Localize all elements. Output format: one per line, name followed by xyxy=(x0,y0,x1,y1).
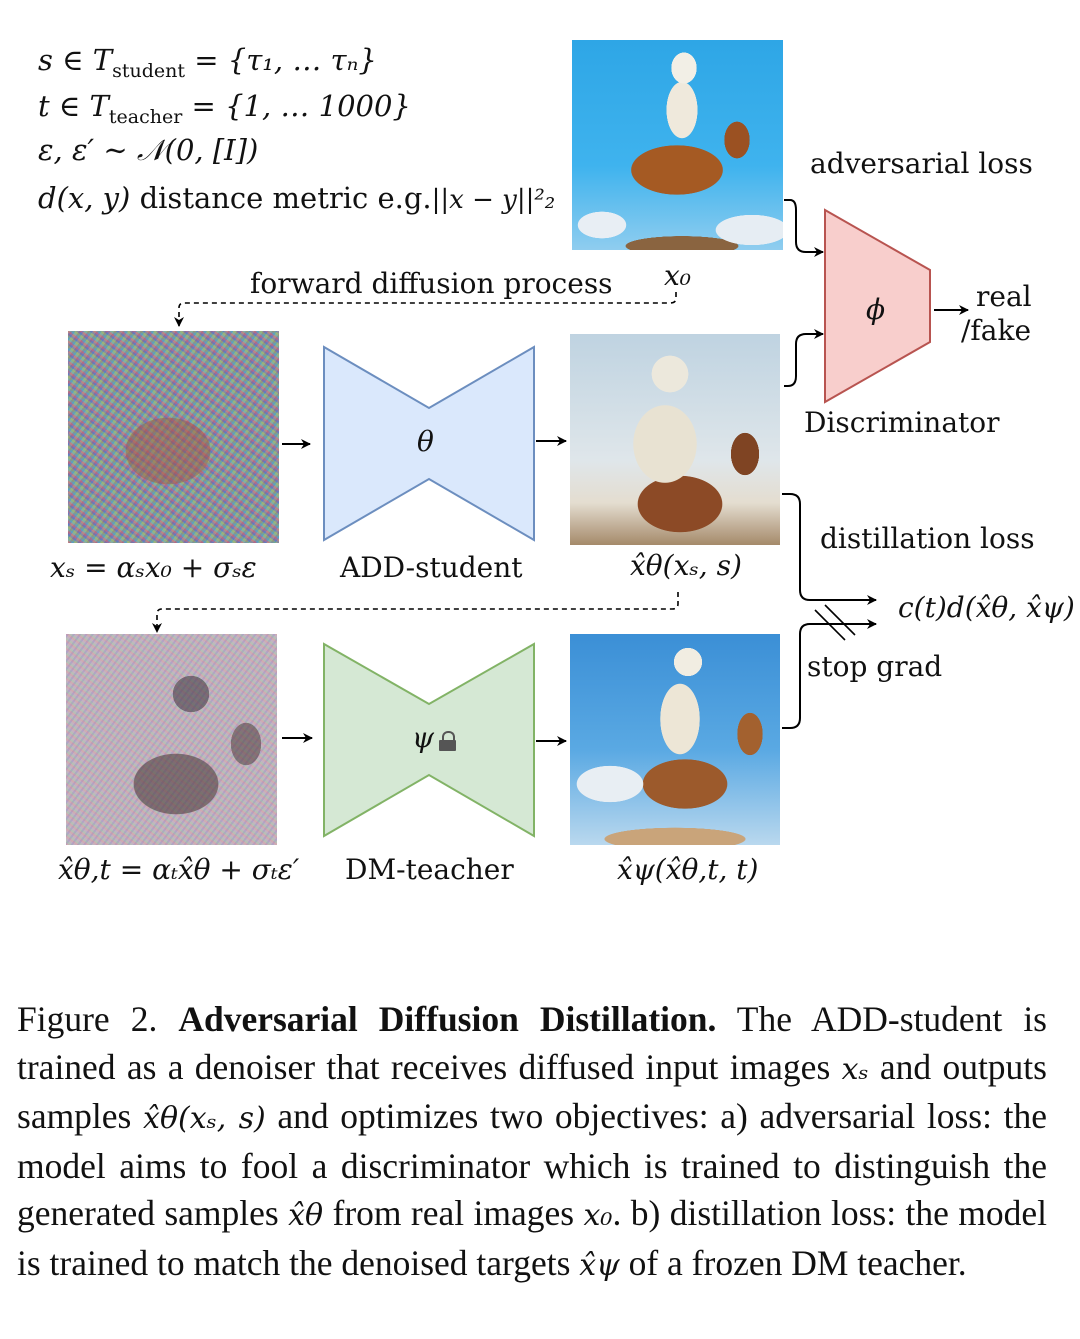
legend-student-timesteps: s ∈ Tstudent = {τ₁, … τₙ} xyxy=(38,46,377,81)
caption-math-2: x̂θ(xₛ, s) xyxy=(143,1101,266,1137)
caption-text-3: and optimizes two objectives: a) adversa… xyxy=(17,1096,1048,1234)
forward-diffusion-label: forward diffusion process xyxy=(250,267,613,300)
real-image-x0 xyxy=(572,40,783,250)
teacher-output-image xyxy=(570,634,780,845)
caption-text-4: from real images xyxy=(323,1193,584,1234)
caption-text-6: of a frozen DM teacher. xyxy=(619,1242,967,1283)
caption-text-5: . b) distillation loss: the model is tra… xyxy=(17,1193,1047,1283)
legend-line2-sub: teacher xyxy=(108,105,183,128)
legend-line2-rhs: = {1, … 1000} xyxy=(182,89,411,123)
legend-noise-distribution: ε, ε′ ∼ 𝒩(0, [I]) xyxy=(38,136,258,165)
caption-math-3: x̂θ xyxy=(288,1198,324,1234)
distillation-loss-label: distillation loss xyxy=(820,522,1035,555)
caption-text-2: and outputs samples xyxy=(17,1046,1047,1137)
discriminator-label: Discriminator xyxy=(804,406,1000,439)
legend-line4-norm: ||x − y||²₂ xyxy=(431,185,556,215)
teacher-network-shape xyxy=(323,642,535,838)
discriminator-shape xyxy=(824,208,931,404)
xs-formula-label: xₛ = αₛx₀ + σₛε xyxy=(50,551,257,584)
distillation-formula-label: c(t)d(x̂θ, x̂ψ) xyxy=(898,591,1075,624)
teacher-output-label: x̂ψ(x̂θ,t, t) xyxy=(617,853,759,886)
diagram-connectors xyxy=(152,199,969,838)
student-network-shape xyxy=(323,345,535,542)
legend-teacher-timesteps: t ∈ Tteacher = {1, … 1000} xyxy=(38,92,411,127)
caption-math-1: xₛ xyxy=(841,1051,869,1087)
legend-line1-sub: student xyxy=(112,59,186,82)
real-label: real xyxy=(976,280,1032,313)
legend-distance-metric: d(x, y) distance metric e.g.||x − y||²₂ xyxy=(38,181,556,215)
caption-math-4: x₀ xyxy=(583,1198,613,1234)
teacher-param-psi: ψ xyxy=(412,721,434,754)
caption-title: Adversarial Diffusion Distillation. xyxy=(178,999,717,1039)
lock-icon xyxy=(439,731,456,751)
caption-text-1: The ADD-student is trained as a denoiser… xyxy=(17,999,1047,1087)
legend-line3-text: ε, ε′ ∼ 𝒩(0, [I]) xyxy=(38,133,259,167)
student-output-image xyxy=(570,334,780,545)
caption-figure-number: Figure 2. xyxy=(17,999,158,1039)
discriminator-param-phi: ϕ xyxy=(866,293,886,326)
xt-formula-label: x̂θ,t = αₜx̂θ + σₜε′ xyxy=(58,853,300,886)
noisy-teacher-input-image xyxy=(66,634,277,845)
legend-line1-rhs: = {τ₁, … τₙ} xyxy=(185,43,377,77)
legend-line4-math: d(x, y) xyxy=(38,181,131,215)
caption-math-5: x̂ψ xyxy=(579,1247,620,1283)
figure-caption: Figure 2. Adversarial Diffusion Distilla… xyxy=(17,996,1047,1290)
legend-line1-lhs: s ∈ T xyxy=(38,43,113,77)
legend-line4-text: distance metric e.g. xyxy=(130,181,432,215)
teacher-name-label: DM-teacher xyxy=(345,853,514,886)
student-output-label: x̂θ(xₛ, s) xyxy=(630,549,742,582)
stop-grad-label: stop grad xyxy=(807,650,943,683)
stop-grad-mark xyxy=(814,609,846,641)
student-param-theta: θ xyxy=(417,425,434,458)
student-name-label: ADD-student xyxy=(340,551,523,584)
fake-label: /fake xyxy=(961,314,1032,347)
adversarial-loss-label: adversarial loss xyxy=(810,147,1033,180)
x0-label: x₀ xyxy=(664,259,692,292)
legend-line2-lhs: t ∈ T xyxy=(38,89,109,123)
noisy-student-input-image xyxy=(68,331,279,543)
